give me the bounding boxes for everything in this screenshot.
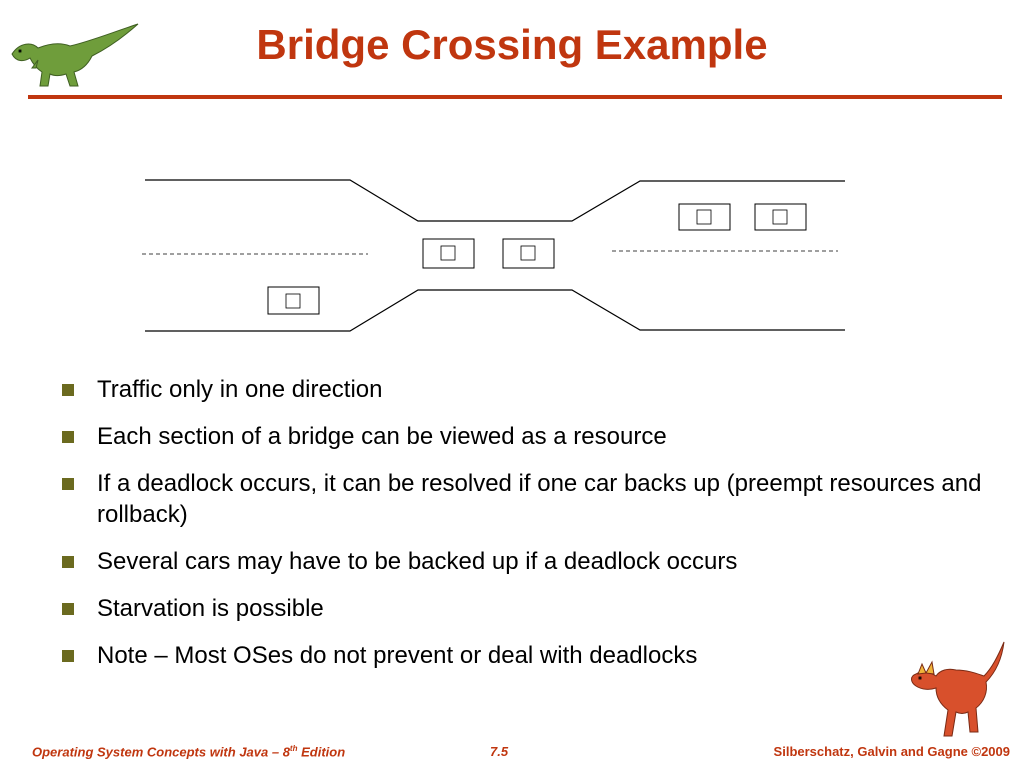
- car-right-lane-2: [754, 203, 807, 231]
- list-item: Several cars may have to be backed up if…: [62, 546, 982, 577]
- square-bullet-icon: [62, 431, 74, 443]
- page-title: Bridge Crossing Example: [256, 21, 768, 68]
- square-bullet-icon: [62, 556, 74, 568]
- car-bridge-2: [502, 238, 555, 269]
- footer-book-suffix: Edition: [297, 744, 346, 760]
- bullet-list: Traffic only in one direction Each secti…: [62, 374, 982, 687]
- square-bullet-icon: [62, 478, 74, 490]
- list-item-text: Each section of a bridge can be viewed a…: [97, 423, 667, 450]
- road-upper-edge: [145, 179, 845, 222]
- square-bullet-icon: [62, 384, 74, 396]
- list-item-text: Several cars may have to be backed up if…: [97, 548, 738, 575]
- car-bridge-1: [422, 238, 475, 269]
- title-divider: [28, 95, 1002, 99]
- car-right-lane-1: [678, 203, 731, 231]
- list-item: Starvation is possible: [62, 593, 982, 624]
- footer-book-title: Operating System Concepts with Java – 8t…: [32, 744, 345, 759]
- footer-authors: Silberschatz, Galvin and Gagne ©2009: [773, 744, 1010, 759]
- bridge-diagram: [142, 179, 845, 332]
- car-left-lane-1: [267, 286, 320, 315]
- list-item-text: Starvation is possible: [97, 595, 324, 622]
- dinosaur-logo-icon: [11, 23, 139, 87]
- list-item-text: If a deadlock occurs, it can be resolved…: [97, 470, 982, 528]
- square-bullet-icon: [62, 603, 74, 615]
- car-group: [267, 203, 807, 315]
- list-item: If a deadlock occurs, it can be resolved…: [62, 468, 982, 530]
- footer-book-prefix: Operating System Concepts with Java – 8: [32, 744, 290, 760]
- list-item-text: Traffic only in one direction: [97, 376, 383, 403]
- square-bullet-icon: [62, 650, 74, 662]
- road-lower-edge: [145, 289, 845, 332]
- footer-book-sup: th: [289, 744, 298, 753]
- list-item: Traffic only in one direction: [62, 374, 982, 405]
- dinosaur-mascot-icon: [911, 641, 1005, 737]
- list-item: Note – Most OSes do not prevent or deal …: [62, 640, 982, 671]
- list-item-text: Note – Most OSes do not prevent or deal …: [97, 642, 698, 669]
- list-item: Each section of a bridge can be viewed a…: [62, 421, 982, 452]
- footer-page-number: 7.5: [490, 744, 509, 759]
